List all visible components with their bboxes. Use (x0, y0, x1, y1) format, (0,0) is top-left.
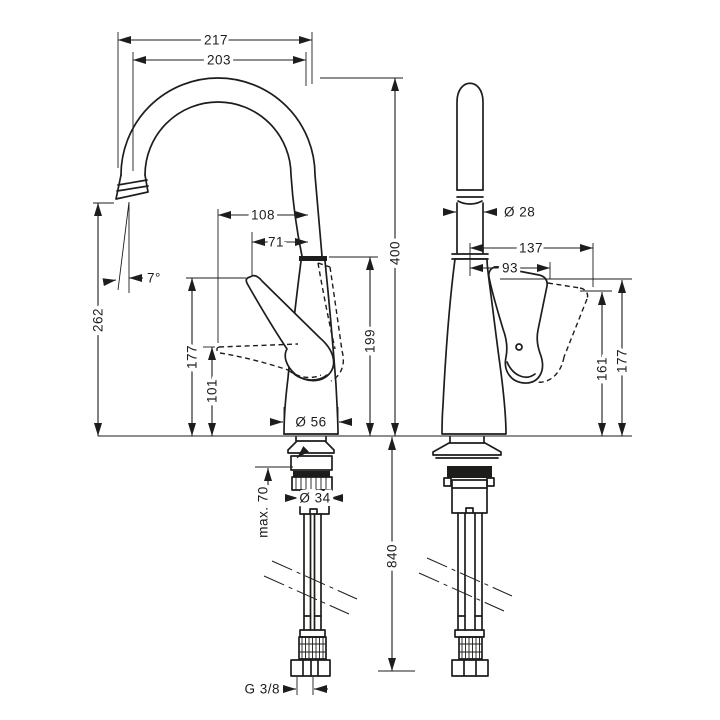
front-view (115, 77, 358, 677)
handle-lever-front (245, 274, 335, 382)
seal-ring (293, 471, 330, 477)
supply-hoses-side (418, 512, 513, 677)
dimension-labels: 217 203 262 7° 108 71 177 101 Ø 56 199 4… (87, 29, 633, 700)
gasket-arrow (296, 445, 310, 459)
dim-spout-outlet-height: 262 (91, 308, 106, 332)
hex-connector (451, 659, 489, 677)
spout-outline (115, 77, 327, 261)
mounting-parts-side (432, 436, 502, 514)
dim-spout-width-outer: 217 (204, 33, 228, 48)
break-line (426, 557, 513, 597)
dim-handle-tip-height-side: 177 (615, 349, 630, 373)
dim-handle-lowered-height: 101 (205, 379, 220, 403)
dim-connection-thread: G 3/8 (244, 682, 280, 697)
handle-lever-side (488, 266, 549, 384)
seal-ring (447, 466, 492, 478)
handle-swivel-positions-front (216, 262, 345, 382)
dim-handle-reach-lowered: 108 (251, 208, 275, 223)
handle-open-position-side (535, 282, 589, 383)
extension-lines (93, 32, 632, 695)
swivel-joint (299, 256, 327, 261)
break-line (418, 572, 505, 612)
braided-section (458, 636, 483, 660)
break-line (263, 575, 350, 615)
dim-spout-angle: 7° (147, 271, 161, 286)
dim-spout-pipe-diameter: Ø 28 (504, 205, 535, 220)
dim-handle-reach-open: 137 (519, 241, 543, 256)
dim-spout-width-inner: 203 (207, 53, 231, 68)
dim-handle-reach-closed: 93 (502, 261, 518, 276)
mounting-shank (451, 479, 488, 514)
dim-overall-height: 400 (388, 241, 403, 265)
side-view (418, 82, 589, 677)
break-line (271, 560, 358, 600)
dim-shank-diameter: Ø 34 (299, 491, 330, 506)
spout-pipe-outline (451, 82, 489, 260)
dim-handle-open-height: 161 (595, 357, 610, 381)
handle-pivot-dot (515, 343, 523, 351)
dim-handle-reach: 71 (268, 235, 284, 250)
dim-spout-joint-height: 199 (363, 329, 378, 353)
dim-max-mounting-thickness: max. 70 (256, 486, 271, 538)
dim-base-diameter: Ø 56 (295, 415, 326, 430)
dim-handle-tip-height: 177 (185, 345, 200, 369)
dim-hose-length: 840 (385, 544, 400, 568)
dimension-lines (94, 36, 626, 693)
supply-hoses-front (263, 513, 358, 677)
